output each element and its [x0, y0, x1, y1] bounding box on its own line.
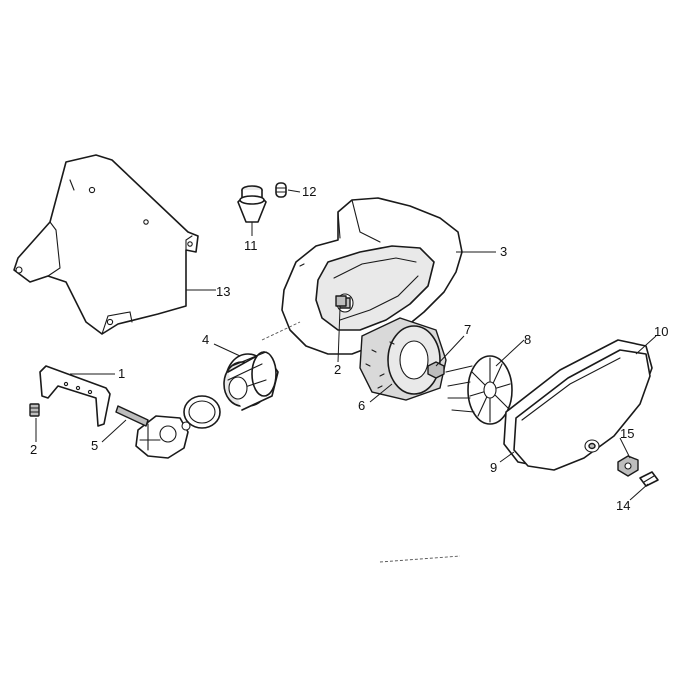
callout-9: 9 [490, 460, 497, 475]
callout-1: 1 [118, 366, 125, 381]
callout-12: 12 [302, 184, 316, 199]
part-2-screw-center [335, 295, 347, 307]
callout-2: 2 [334, 362, 341, 377]
part-6-foam-filter [359, 317, 447, 401]
callout-13: 13 [216, 284, 230, 299]
part-10-filter-cover [513, 349, 651, 471]
callout-labels: 1 2 2 3 4 5 6 7 8 9 10 11 12 13 14 15 [30, 184, 668, 513]
part-5-carburetor [115, 405, 191, 459]
callout-7: 7 [464, 322, 471, 337]
callout-15: 15 [620, 426, 634, 441]
part-1-small-bracket [39, 365, 111, 427]
part-2-screw-left [29, 403, 40, 417]
part-7-nut [427, 361, 445, 379]
callout-14: 14 [616, 498, 630, 513]
callout-2: 2 [30, 442, 37, 457]
callout-4: 4 [202, 332, 209, 347]
callout-10: 10 [654, 324, 668, 339]
callout-5: 5 [91, 438, 98, 453]
part-11-grommet [237, 185, 267, 223]
part-8-support-cage [445, 355, 513, 425]
part-13-bracket-plate [13, 154, 199, 335]
callout-3: 3 [500, 244, 507, 259]
part-3-filter-housing [281, 197, 463, 355]
alignment-line-a [261, 321, 301, 341]
leader-lines [35, 189, 657, 501]
callout-8: 8 [524, 332, 531, 347]
part-12-spacer [275, 182, 287, 198]
alignment-line-b [379, 555, 461, 563]
part-15-washer [617, 455, 639, 477]
callout-11: 11 [244, 238, 258, 253]
clamp-ring [183, 395, 221, 429]
part-4-intake-adapter [223, 351, 279, 411]
part-14-screw [639, 471, 659, 487]
callout-6: 6 [358, 398, 365, 413]
